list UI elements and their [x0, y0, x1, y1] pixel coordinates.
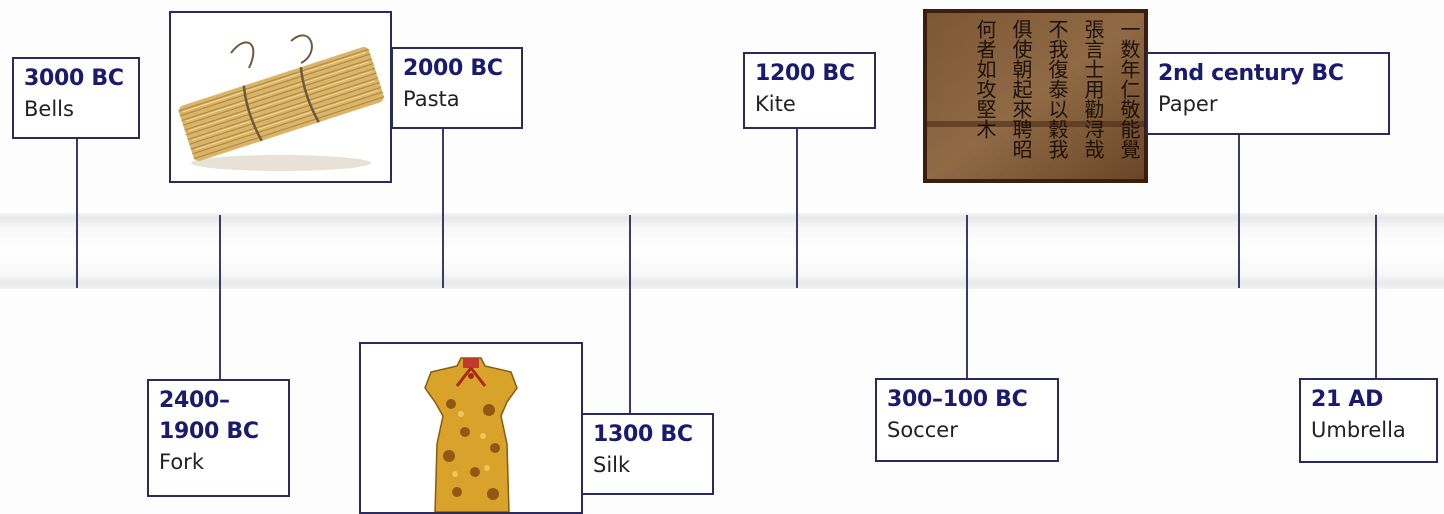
event-label-soccer: 300–100 BC Soccer [875, 378, 1059, 462]
event-label-pasta: 2000 BC Pasta [391, 47, 523, 129]
event-date: 1900 BC [159, 419, 259, 444]
timeline-tick-umbrella [1375, 215, 1377, 380]
event-date: 2000 BC [403, 56, 503, 81]
paper-text-column: 何者如攻堅木 [973, 19, 997, 139]
timeline-tick-silk [629, 215, 631, 415]
event-name: Silk [593, 453, 631, 477]
event-date: 2nd century BC [1158, 61, 1344, 86]
timeline-tick-pasta [442, 127, 444, 288]
timeline-tick-bells [76, 138, 78, 288]
event-date: 3000 BC [24, 66, 124, 91]
timeline-tick-soccer [966, 215, 968, 380]
event-date: 2400– [159, 388, 230, 413]
paper-photo: 一数年仁敬能覺 張言士用勸浔哉 不我復泰以穀我 俱使朝起來聘昭 何者如攻堅木 [923, 9, 1148, 183]
timeline-tick-fork [219, 215, 221, 381]
event-label-silk: 1300 BC Silk [581, 413, 714, 495]
event-label-kite: 1200 BC Kite [743, 52, 876, 129]
timeline-tick-paper [1238, 133, 1240, 288]
event-label-paper: 2nd century BC Paper [1146, 52, 1390, 135]
event-date: 21 AD [1311, 387, 1384, 412]
timeline-tick-kite [796, 127, 798, 288]
event-name: Paper [1158, 92, 1218, 116]
event-name: Fork [159, 450, 204, 474]
event-name: Kite [755, 92, 796, 116]
silk-photo [359, 342, 583, 514]
pasta-photo [169, 11, 392, 183]
event-date: 300–100 BC [887, 387, 1028, 412]
event-name: Pasta [403, 87, 460, 111]
event-label-bells: 3000 BC Bells [12, 57, 140, 139]
event-label-umbrella: 21 AD Umbrella [1299, 378, 1438, 463]
event-date: 1200 BC [755, 61, 855, 86]
paper-text-column: 不我復泰以穀我 [1045, 19, 1069, 159]
paper-text-column: 俱使朝起來聘昭 [1009, 19, 1033, 159]
paper-text-column: 一数年仁敬能覺 [1117, 19, 1141, 159]
timeline-band [0, 213, 1444, 289]
event-name: Umbrella [1311, 418, 1406, 442]
paper-text-column: 張言士用勸浔哉 [1081, 19, 1105, 159]
event-name: Soccer [887, 418, 958, 442]
event-name: Bells [24, 97, 74, 121]
event-label-fork: 2400– 1900 BC Fork [147, 379, 290, 497]
event-date: 1300 BC [593, 422, 693, 447]
